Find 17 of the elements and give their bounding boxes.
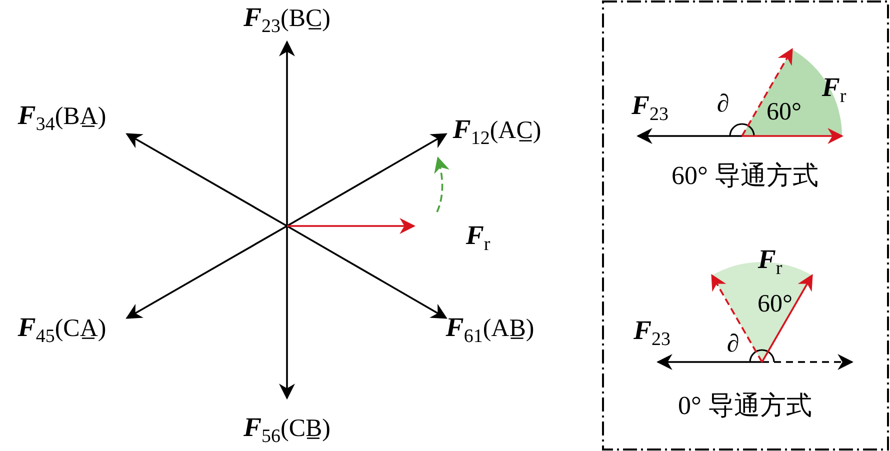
- vector-label: F$_{45}$(CA̲): [18, 314, 106, 346]
- angle-label: 60°: [766, 100, 802, 124]
- vector-label: F$_{r}$: [822, 74, 846, 106]
- vector-label: F$_{56}$(CB̲): [244, 414, 330, 446]
- vector-label: F$_{r}$: [758, 246, 782, 278]
- vector-label: F$_{r}$: [466, 222, 490, 254]
- angle-symbol: ∂: [726, 332, 740, 356]
- angle-symbol: ∂: [716, 92, 730, 116]
- vector-label: F$_{23}$: [632, 92, 668, 124]
- caption: 0° 导通方式: [678, 393, 812, 419]
- vector-label: F$_{61}$(AB̲): [446, 314, 534, 346]
- angle-label: 60°: [758, 292, 792, 316]
- caption: 60° 导通方式: [672, 163, 818, 189]
- vector-label: F$_{23}$(BC̲): [244, 4, 330, 36]
- vector-label: F$_{12}$(AC̲): [452, 116, 542, 148]
- vector-label: F$_{23}$: [634, 317, 670, 349]
- vector-label: F$_{34}$(BA̲): [18, 102, 106, 134]
